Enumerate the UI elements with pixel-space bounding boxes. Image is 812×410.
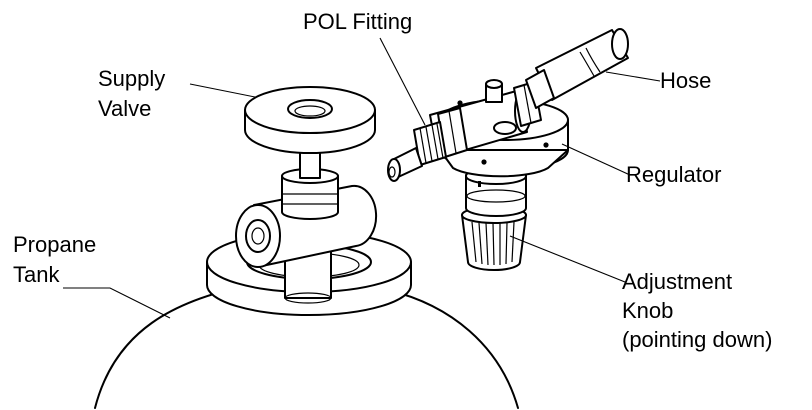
label-supply-valve-line1: Supply	[98, 66, 165, 91]
adjustment-knob	[461, 167, 527, 271]
label-propane-tank-line2: Tank	[13, 262, 60, 287]
regulator	[429, 79, 569, 271]
label-pol-fitting: POL Fitting	[303, 9, 412, 34]
label-adjustment-knob-line2: Knob	[622, 298, 673, 323]
label-supply-valve-line2: Valve	[98, 96, 151, 121]
label-adjustment-knob-line1: Adjustment	[622, 269, 732, 294]
label-hose: Hose	[660, 68, 711, 93]
leader-lines	[63, 37, 661, 319]
supply-valve	[235, 86, 378, 304]
hose	[525, 28, 629, 109]
label-regulator: Regulator	[626, 162, 721, 187]
label-adjustment-knob-line3: (pointing down)	[622, 327, 772, 352]
pol-fitting	[387, 121, 447, 182]
label-propane-tank-line1: Propane	[13, 232, 96, 257]
